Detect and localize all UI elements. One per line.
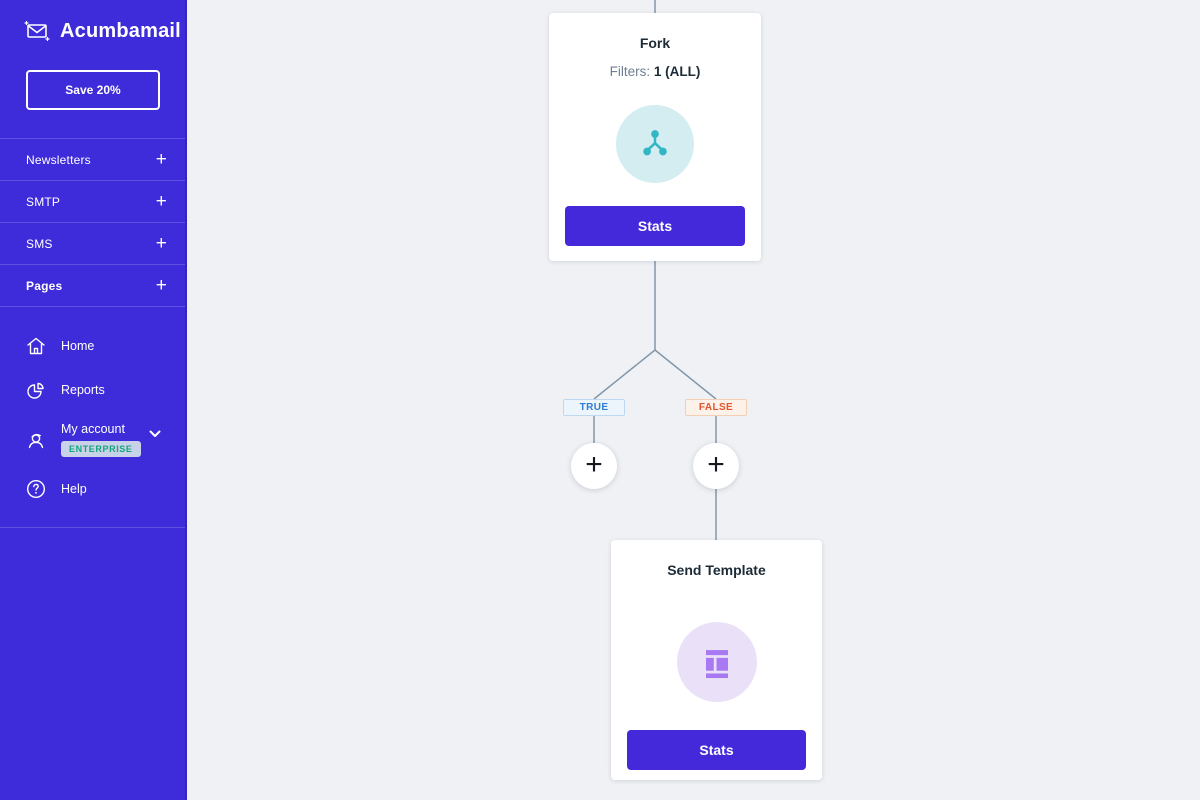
- plus-icon[interactable]: +: [155, 233, 167, 254]
- template-icon: [676, 622, 757, 702]
- sidebar-item-my-account[interactable]: My account ENTERPRISE: [0, 412, 185, 467]
- flow-canvas[interactable]: Fork Filters: 1 (ALL) Stats TRUE FALSE +…: [187, 0, 1200, 800]
- plus-icon[interactable]: +: [155, 149, 167, 170]
- plus-icon: +: [585, 447, 603, 481]
- divider: [0, 527, 185, 528]
- home-icon: [27, 337, 45, 355]
- sidebar-item-reports[interactable]: Reports: [0, 368, 185, 412]
- sidebar-item-pages[interactable]: Pages +: [0, 265, 185, 307]
- send-template-node[interactable]: Send Template Stats: [611, 540, 822, 780]
- sidebar-item-label: SMS: [26, 236, 53, 251]
- pie-chart-icon: [27, 382, 44, 399]
- sidebar-item-home[interactable]: Home: [0, 324, 185, 368]
- chevron-down-icon[interactable]: [149, 430, 161, 438]
- logo[interactable]: Acumbamail: [0, 0, 185, 43]
- false-branch-label: FALSE: [685, 399, 747, 416]
- template-stats-button[interactable]: Stats: [627, 730, 806, 770]
- sidebar-item-label: Newsletters: [26, 152, 91, 167]
- fork-stats-button[interactable]: Stats: [565, 206, 745, 246]
- plus-icon[interactable]: +: [155, 275, 167, 296]
- filters-value: 1 (ALL): [653, 64, 701, 79]
- fork-filters: Filters: 1 (ALL): [549, 64, 761, 79]
- sidebar-menu: Home Reports My account ENTERPRISE: [0, 324, 185, 511]
- true-branch-label: TRUE: [563, 399, 625, 416]
- sidebar-item-sms[interactable]: SMS +: [0, 223, 185, 265]
- menu-item-label: Home: [61, 339, 95, 353]
- add-step-false-button[interactable]: +: [693, 443, 739, 489]
- sidebar-sections: Newsletters + SMTP + SMS + Pages +: [0, 138, 185, 307]
- sidebar-item-label: Pages: [26, 278, 63, 293]
- sidebar-item-help[interactable]: Help: [0, 467, 185, 511]
- logo-text: Acumbamail: [60, 19, 181, 42]
- node-title: Send Template: [667, 562, 766, 578]
- menu-item-label: Reports: [61, 383, 105, 397]
- filters-label: Filters:: [609, 64, 651, 79]
- sidebar-item-label: SMTP: [26, 194, 61, 209]
- account-icon: [28, 433, 44, 448]
- node-title: Fork: [639, 35, 671, 51]
- add-step-true-button[interactable]: +: [571, 443, 617, 489]
- menu-item-label: My account: [61, 422, 125, 436]
- sidebar-item-newsletters[interactable]: Newsletters +: [0, 139, 185, 181]
- enterprise-badge: ENTERPRISE: [61, 441, 141, 457]
- save-20-button[interactable]: Save 20%: [26, 70, 160, 110]
- menu-item-label: Help: [61, 482, 87, 496]
- fork-icon: [616, 105, 694, 183]
- sidebar: Acumbamail Save 20% Newsletters + SMTP +…: [0, 0, 187, 800]
- plus-icon[interactable]: +: [155, 191, 167, 212]
- fork-node[interactable]: Fork Filters: 1 (ALL) Stats: [549, 13, 761, 261]
- envelope-icon: [24, 20, 50, 42]
- sidebar-item-smtp[interactable]: SMTP +: [0, 181, 185, 223]
- help-icon: [26, 479, 46, 499]
- plus-icon: +: [707, 447, 725, 481]
